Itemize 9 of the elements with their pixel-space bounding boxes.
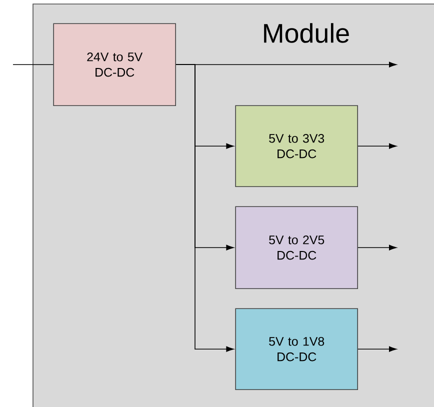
- arrow: [358, 143, 397, 149]
- arrow: [358, 244, 397, 250]
- converter-box: 5V to 2V5 DC-DC: [235, 206, 358, 289]
- converter-box: 5V to 3V3 DC-DC: [235, 105, 358, 187]
- arrow: [358, 346, 397, 352]
- arrow: [176, 64, 234, 352]
- converter-box: 5V to 1V8 DC-DC: [235, 308, 358, 390]
- converter-box: 24V to 5V DC-DC: [53, 23, 176, 106]
- module-title: Module: [264, 23, 349, 43]
